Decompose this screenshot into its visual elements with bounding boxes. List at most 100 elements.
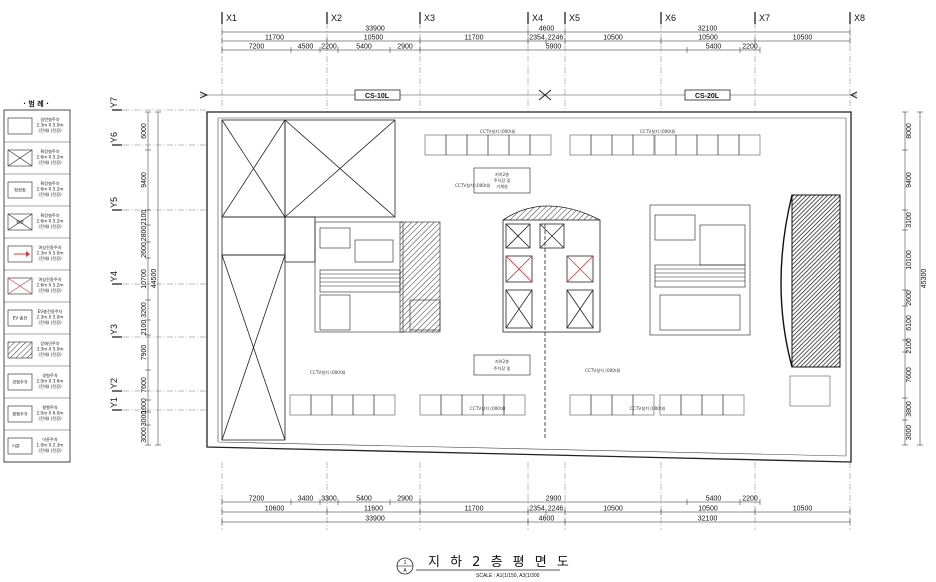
parking-bay	[445, 134, 468, 156]
legend-item-text: 여성전용주차	[38, 244, 61, 251]
dimension-label: 3400	[298, 496, 314, 503]
parking-bay	[659, 394, 682, 416]
parking-bay	[632, 134, 655, 156]
parking-bay	[440, 394, 463, 416]
legend-item-text: 2.0m X 6.0m	[36, 411, 63, 416]
legend-item-text: (전체) (전장)	[38, 223, 62, 230]
dimension-label: 4500	[298, 44, 314, 51]
dimension-label: 2600	[906, 290, 913, 306]
dimension-label: 10500	[793, 506, 813, 513]
legend-item-text: (전체) (전장)	[38, 287, 62, 294]
dimension-label: 10100	[906, 250, 913, 270]
legend-item-text: 2.6m X 5.2m	[36, 155, 63, 160]
grid-column-label: X1	[226, 13, 237, 23]
dimension-label: 9400	[906, 172, 913, 188]
dimension-label: 33900	[365, 516, 385, 523]
note-cctv-1: CCTV설치 (000대)	[480, 128, 516, 135]
parking-bay	[569, 394, 592, 416]
dimension-label: 3300	[321, 496, 337, 503]
legend-symbol-label: 이륜	[12, 443, 20, 450]
section-mark-letter: A	[403, 568, 407, 574]
note-cctv-2: CCTV설치 (000대)	[640, 128, 676, 135]
grid-row-label: Y2	[109, 378, 119, 389]
parking-bay	[352, 394, 375, 416]
grid-column-label: X4	[532, 13, 543, 23]
parking-bay	[310, 394, 333, 416]
legend-item-text: 확장형주차	[40, 212, 59, 219]
grid-column-label: X3	[424, 13, 435, 23]
legend-item-text: 2.3m X 5.0m	[36, 315, 63, 320]
legend-item-text: (전체) (전장)	[38, 255, 62, 262]
parking-bay	[487, 134, 510, 156]
right-core	[649, 204, 751, 336]
legend-item-text: (전체) (전장)	[38, 351, 62, 358]
dimension-label: 3100	[906, 212, 913, 228]
dimension-label: 2354	[529, 506, 545, 513]
grid-row-label: Y1	[109, 397, 119, 408]
note-cctv-4: CCTV설치 (000대)	[310, 369, 346, 376]
building-tag-left: CS-10L	[354, 89, 401, 101]
callout-bottom-line-2: 주차장 및	[494, 365, 511, 372]
grid-column-label: X5	[569, 13, 580, 23]
dimension-label: 8000	[906, 123, 913, 139]
section-mark-number: 1	[404, 560, 407, 566]
parking-bay	[373, 394, 396, 416]
legend-item-text: (전체) (전장)	[38, 447, 62, 454]
dimension-label: 2246	[548, 506, 564, 513]
dimension-label: 2354	[529, 35, 545, 42]
legend-item-text: 2.6m X 5.2m	[36, 219, 63, 224]
dimension-label: 2800	[141, 226, 148, 242]
center-callout-top: 지하2층 주차장 및 기계실	[473, 167, 531, 194]
dimension-label: 7900	[141, 345, 148, 361]
parking-bay	[424, 134, 447, 156]
building-tag-right-label: CS-20L	[695, 93, 720, 100]
legend-item-text: 경형주차	[42, 372, 58, 379]
dimension-label: 6000	[141, 123, 148, 139]
dimension-label: 2600	[141, 242, 148, 258]
parking-bay	[503, 394, 526, 416]
legend-item-text: 이륜주차	[42, 436, 58, 443]
dimension-label: 33900	[365, 26, 385, 33]
legend-item-text: (전체) (전장)	[38, 127, 62, 134]
dimension-label: 10500	[603, 506, 623, 513]
dimension-label: 5400	[356, 44, 372, 51]
dimension-label: 2200	[742, 44, 758, 51]
grid-row-label: Y7	[109, 97, 119, 108]
parking-bay	[508, 134, 531, 156]
note-cctv-7: CCTV설치 (000대)	[630, 405, 666, 412]
dimension-label: 10500	[698, 35, 718, 42]
dimension-label: 7200	[249, 44, 265, 51]
dimension-label: 2200	[321, 44, 337, 51]
parking-bay	[569, 134, 592, 156]
dimension-label: 11600	[364, 506, 383, 513]
dimension-label: 9400	[141, 172, 148, 188]
legend-item-text: 장애인주차	[40, 340, 59, 347]
legend-item-text: EV충전용주차	[38, 308, 63, 315]
building-outline	[199, 89, 858, 463]
parking-notes: CCTV설치 (000대) CCTV설치 (000대) CCTV설치 (000대…	[310, 128, 676, 412]
parking-bay	[289, 394, 312, 416]
dimension-label: 4600	[539, 516, 555, 523]
callout-top-line-3: 기계실	[496, 183, 508, 190]
parking-bay	[482, 394, 505, 416]
drawing-title-block: 1 A 지 하 2 층 평 면 도 SCALE : A1(1/150, A3(1…	[396, 555, 569, 579]
dimension-label: 11700	[465, 35, 484, 42]
callout-bottom-line-1: 지하2층	[495, 358, 509, 365]
legend-item-text: (전체) (전장)	[38, 415, 62, 422]
dimension-label: 2900	[397, 44, 413, 51]
legend-item-text: 확장형주차	[40, 148, 59, 155]
parking-bay	[632, 394, 655, 416]
grid-row-label: Y3	[109, 324, 119, 335]
parking-bay	[738, 134, 761, 156]
legend-symbol-label: EV 충전	[13, 315, 28, 321]
legend-item-text: 확장형주차	[40, 180, 59, 187]
parking-bay	[419, 394, 442, 416]
